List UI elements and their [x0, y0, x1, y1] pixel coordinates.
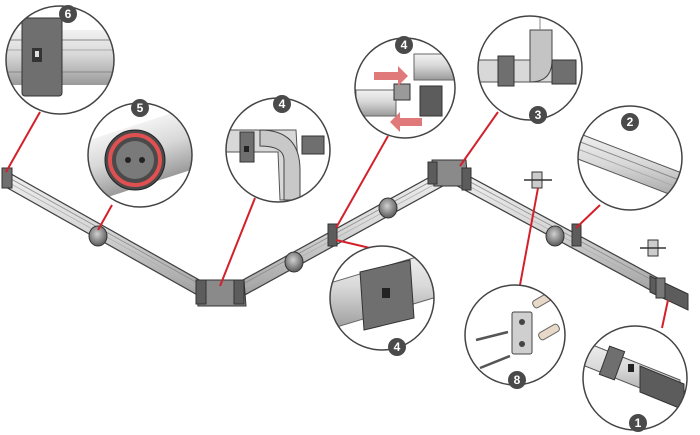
joint-clip-b — [571, 223, 582, 247]
callout-2: 2 — [577, 105, 683, 211]
callout-7-badge — [59, 5, 77, 23]
socket-3 — [378, 197, 398, 219]
callout-2-number: 2 — [627, 115, 634, 129]
callout-8: 8 — [464, 284, 566, 389]
callout-6-number: 5 — [137, 101, 144, 115]
callout-3-badge — [529, 106, 547, 124]
trunking-run — [1, 159, 689, 311]
end-clip — [655, 277, 666, 299]
callout-5: 4 — [225, 95, 331, 203]
socket-2 — [284, 251, 304, 273]
corner-clip — [195, 279, 207, 305]
corner-clip-2 — [233, 279, 245, 305]
callout-1: 1 — [582, 325, 688, 432]
socket-4 — [545, 225, 565, 247]
callout-5-badge — [273, 95, 291, 113]
callout-1-number: 1 — [635, 416, 642, 430]
callout-4b-badge — [388, 338, 406, 356]
callout-5-number: 4 — [279, 97, 286, 111]
callout-1-badge — [629, 414, 647, 432]
wall-bracket-2 — [640, 239, 666, 257]
joint-clip-a — [327, 223, 338, 247]
callout-4b: 4 — [329, 245, 435, 356]
wall-bracket-1 — [524, 171, 552, 189]
socket-1 — [88, 225, 108, 247]
callout-6: 5 — [87, 99, 193, 208]
corner-clip-3 — [427, 161, 438, 185]
callout-6-badge — [131, 99, 149, 117]
callout-8-badge — [508, 371, 526, 389]
callout-7: 6 — [5, 5, 115, 115]
corner-clip-4 — [461, 167, 472, 191]
callout-2-badge — [621, 113, 639, 131]
start-end-piece — [1, 167, 13, 189]
callout-7-number: 6 — [65, 7, 72, 21]
callout-8-number: 8 — [514, 373, 521, 387]
leader-lines — [5, 111, 669, 329]
callout-3: 3 — [477, 15, 583, 124]
callout-4a-number: 4 — [401, 38, 408, 52]
callout-4b-number: 4 — [394, 340, 401, 354]
callout-3-number: 3 — [535, 108, 542, 122]
callout-4a: 4 — [354, 36, 456, 139]
callout-4a-badge — [395, 36, 413, 54]
